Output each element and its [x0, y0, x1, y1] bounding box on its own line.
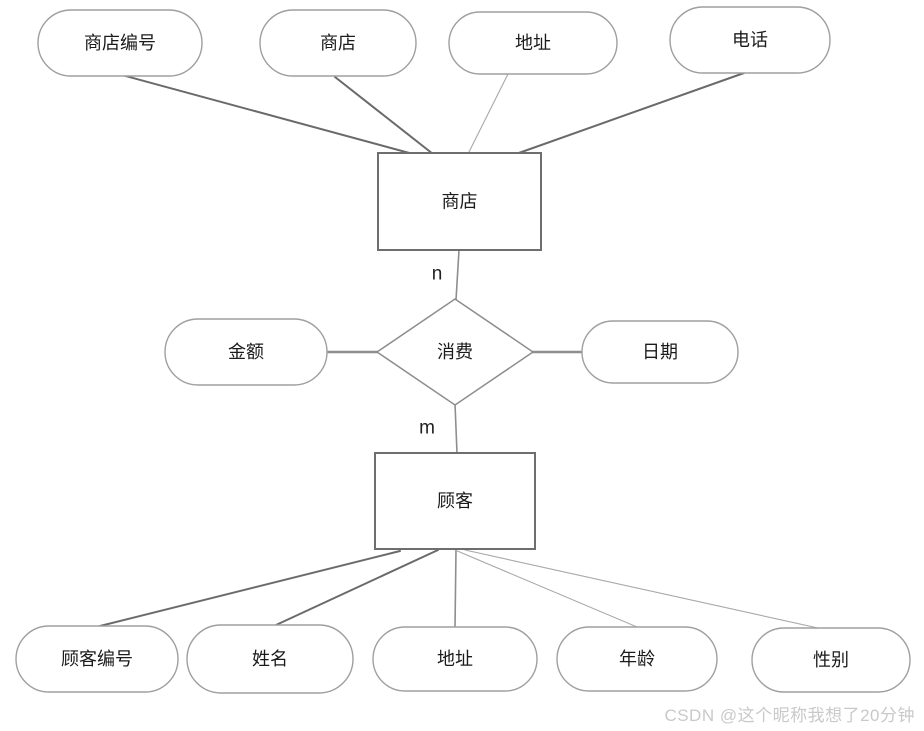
attribute-label-shop-name: 商店	[320, 33, 356, 53]
attribute-label-customer-name: 姓名	[252, 649, 288, 669]
relationship-consume	[375, 298, 535, 406]
edge-shop-id--shop	[121, 74, 414, 155]
attribute-customer-age	[556, 626, 718, 692]
edge-customer--customer-gender	[464, 549, 819, 629]
edge-shop-address--shop	[467, 73, 509, 155]
attribute-shop-id	[37, 9, 203, 77]
attribute-shop-phone	[669, 6, 831, 74]
attribute-customer-gender	[751, 627, 911, 693]
attribute-shop-address	[448, 11, 618, 75]
attribute-label-shop-phone: 电话	[732, 30, 768, 50]
entity-label-shop: 商店	[442, 192, 478, 212]
attribute-label-shop-id: 商店编号	[84, 33, 156, 53]
edge-consume--customer	[454, 403, 458, 454]
attribute-label-shop-address: 地址	[515, 33, 551, 53]
attribute-amount	[164, 318, 328, 386]
edge-customer--customer-name	[275, 549, 439, 626]
attribute-label-date: 日期	[642, 342, 678, 362]
cardinality-label-n: n	[432, 264, 443, 285]
attribute-label-customer-age: 年龄	[619, 649, 655, 669]
attribute-customer-address	[372, 626, 538, 692]
csdn-watermark: CSDN @这个昵称我想了20分钟	[664, 706, 915, 725]
attribute-label-customer-id: 顾客编号	[61, 649, 133, 669]
attribute-label-customer-address: 地址	[437, 649, 473, 669]
attribute-customer-name	[186, 624, 354, 694]
entity-shop	[377, 152, 542, 251]
entity-customer	[374, 452, 536, 550]
relationship-label-consume: 消费	[437, 342, 473, 362]
attribute-label-customer-gender: 性别	[813, 650, 849, 670]
edge-shop-phone--shop	[515, 72, 745, 155]
attribute-customer-id	[15, 625, 179, 693]
attribute-shop-name	[259, 9, 417, 77]
edge-customer--customer-address	[454, 549, 457, 629]
edge-shop-name--shop	[334, 76, 434, 155]
cardinality-label-m: m	[419, 418, 435, 439]
edge-customer--customer-age	[454, 549, 638, 628]
attribute-label-amount: 金额	[228, 342, 264, 362]
edge-shop--consume	[455, 249, 460, 301]
edge-customer--customer-id	[99, 550, 401, 627]
entity-label-customer: 顾客	[437, 491, 473, 511]
attribute-date	[581, 320, 739, 384]
